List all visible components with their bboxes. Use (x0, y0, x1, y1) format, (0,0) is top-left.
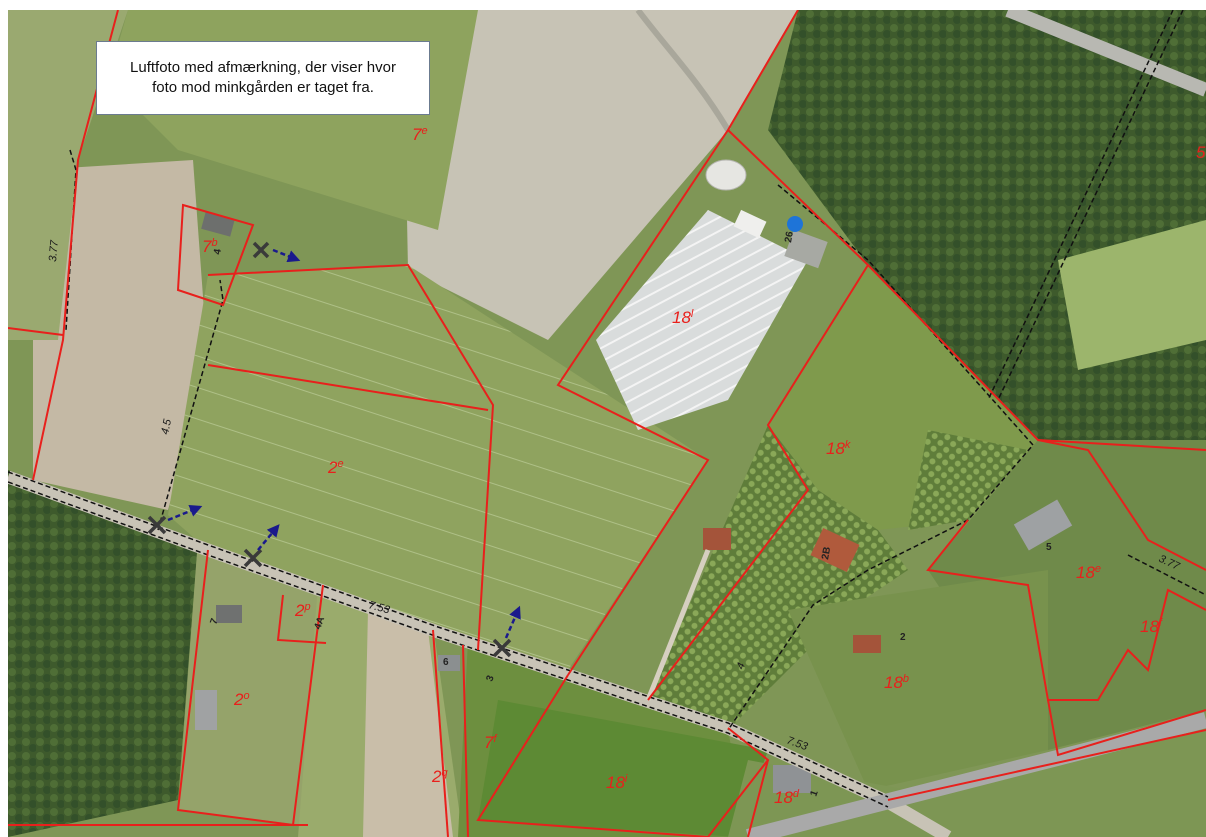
orchard-east (908, 430, 1028, 530)
arrow-icon (272, 248, 301, 263)
field-2o (178, 540, 318, 825)
camera-position (492, 605, 521, 658)
house-number: 3 (484, 674, 496, 683)
parcel-label: 2o (233, 690, 250, 709)
silo (705, 159, 747, 191)
house-number: 7 (208, 617, 220, 626)
farm-house (784, 229, 828, 269)
caption-line-1: Luftfoto med afmærkning, der viser hvor (130, 59, 396, 76)
farm-building (733, 209, 767, 239)
parcel-label: 7f (484, 733, 497, 752)
parcel-label: 2q (431, 767, 448, 786)
clearing-east (1058, 220, 1206, 370)
parcel-label: 18b (884, 673, 909, 692)
x-mark-icon (252, 241, 270, 259)
house-number: 2B (820, 546, 833, 561)
orchard-south (648, 425, 908, 730)
parcel-label: 7b (202, 237, 218, 256)
parcel-label: 18e (1076, 563, 1101, 582)
mink-farm-halls (596, 210, 808, 430)
parcel-label: 18k (826, 439, 851, 458)
forest-southwest (8, 470, 198, 837)
field-18b (788, 570, 1048, 790)
farm-track (635, 10, 731, 132)
camera-position (243, 524, 280, 568)
distance-label: 3.77 (47, 239, 61, 262)
parcel-label: 2p (294, 601, 311, 620)
house-number: 6 (443, 657, 449, 668)
x-mark-icon (492, 638, 512, 658)
field-18i-green (478, 700, 768, 837)
x-mark-icon (147, 515, 167, 535)
house-5 (1013, 499, 1073, 551)
field-bare-south (363, 610, 453, 837)
field-2e-rows (168, 265, 708, 670)
caption-line-2: foto mod minkgården er taget fra. (152, 79, 374, 96)
house-number: 2 (900, 632, 906, 643)
parcel-label: 7e (412, 125, 428, 144)
aerial-map: 7e 7b 18l 18k 2e 2p 2o 2q 7f 18i 18d 18b… (8, 10, 1206, 837)
distance-label: 4.5 (159, 417, 174, 435)
map-caption-box: Luftfoto med afmærkning, der viser hvor … (96, 41, 430, 115)
map-canvas: 7e 7b 18l 18k 2e 2p 2o 2q 7f 18i 18d 18b… (8, 10, 1206, 837)
house-2o (195, 690, 217, 730)
arrow-icon (167, 504, 203, 522)
parcel-label: 18i (606, 773, 628, 792)
house-2 (853, 635, 881, 653)
house-number: 26 (783, 230, 796, 243)
parcel-label: 18f (1140, 617, 1163, 636)
camera-position (147, 504, 203, 535)
distance-label: 7.53 (367, 599, 392, 616)
field-bare-west (33, 160, 208, 510)
house-2b (810, 527, 860, 573)
house-red (703, 528, 731, 550)
arrow-icon (257, 524, 280, 551)
house-numbers: 4 26 2B 5 2 7 4A 6 3 1 (208, 230, 1052, 798)
parcel-label: 18l (672, 308, 694, 327)
house-number: 4 (212, 248, 224, 256)
location-marker-icon (787, 216, 803, 232)
parcel-label: 18d (774, 788, 800, 807)
arrow-icon (504, 605, 521, 639)
house-number: 5 (1046, 542, 1052, 553)
house-7 (216, 605, 242, 623)
parcel-label: 2e (327, 458, 344, 477)
house-number: 4A (312, 615, 327, 631)
parcel-boundaries (8, 10, 1206, 837)
camera-position (252, 241, 301, 263)
house-number: 1 (808, 789, 820, 798)
parcel-label: 5 (1196, 143, 1206, 162)
x-mark-icon (243, 548, 263, 568)
distance-label: 4 (735, 661, 748, 671)
highway (746, 712, 1206, 837)
field-plowed-north (403, 10, 798, 340)
house-6 (438, 655, 460, 671)
path-south (645, 549, 711, 701)
northeast-road (1005, 10, 1206, 97)
